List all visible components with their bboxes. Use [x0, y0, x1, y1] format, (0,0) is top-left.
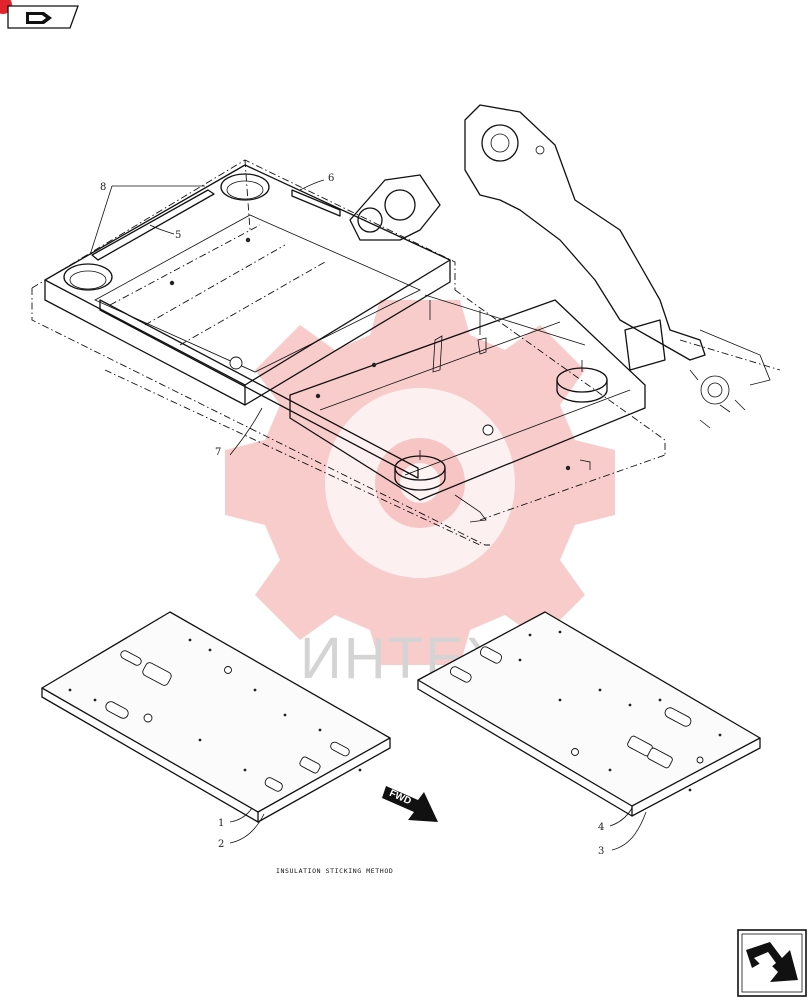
callout-5: 5 [149, 224, 181, 241]
upper-frame-assembly [31, 104, 781, 546]
callout-7: 7 [215, 407, 263, 458]
svg-text:1: 1 [218, 818, 224, 829]
svg-text:8: 8 [100, 182, 106, 193]
bearing-pad-right [556, 360, 608, 403]
svg-text:3: 3 [598, 846, 604, 857]
callout-6: 6 [299, 173, 334, 191]
caption-insulation-sticking-method: INSULATION STICKING METHOD [276, 867, 393, 875]
insulation-plate-left [41, 611, 391, 823]
next-page-button[interactable] [737, 929, 807, 997]
top-nav-tab[interactable] [0, 0, 79, 29]
svg-text:5: 5 [175, 230, 181, 241]
svg-text:2: 2 [218, 839, 224, 850]
watermark-gear-logo [225, 300, 615, 665]
callout-1: 1 [218, 807, 253, 829]
navigation-arrow-icon [26, 12, 52, 24]
callout-4: 4 [598, 807, 633, 833]
navigation-arrow-icon [746, 942, 798, 982]
fwd-direction-arrow: FWD [382, 786, 438, 822]
svg-text:6: 6 [328, 173, 334, 184]
callout-3: 3 [598, 811, 647, 857]
callout-2: 2 [218, 813, 265, 850]
callout-8: 8 [89, 182, 205, 256]
insulation-plate-right [417, 611, 761, 817]
svg-text:7: 7 [215, 447, 221, 458]
bearing-pad-left [394, 450, 446, 491]
svg-text:4: 4 [598, 822, 604, 833]
